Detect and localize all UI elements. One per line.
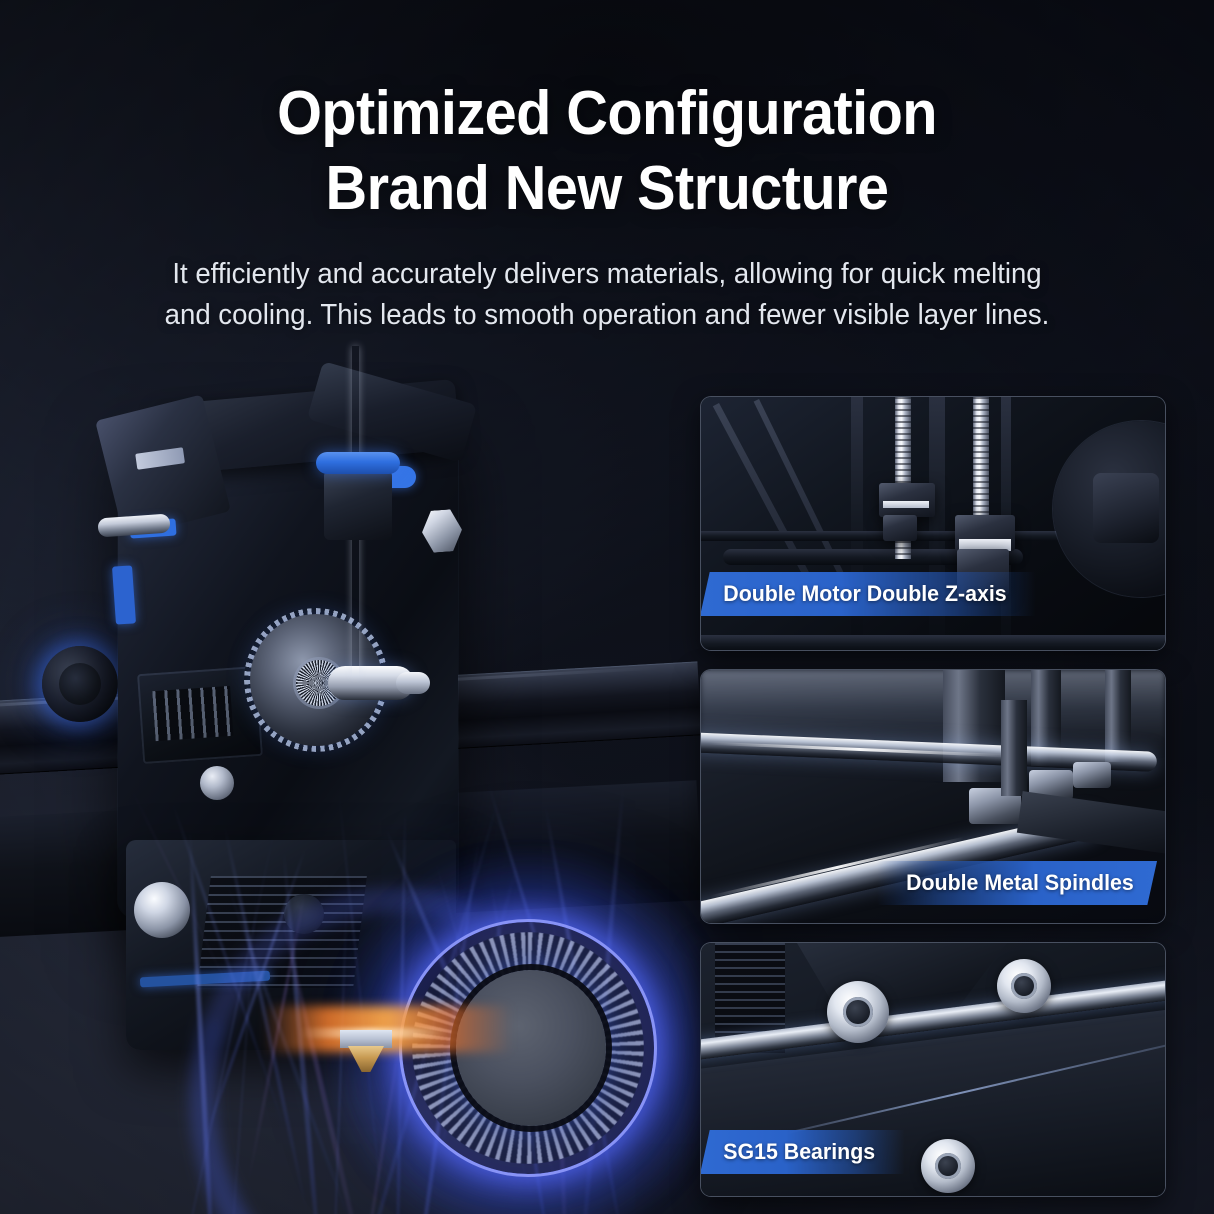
feature-panel-double-motor-double-z-axis[interactable]: Double Motor Double Z-axis [700,396,1166,651]
sg15-bearing-1 [827,981,889,1043]
panel-caption-text: Double Motor Double Z-axis [723,581,1007,606]
v-slot-wheel-icon [42,646,118,722]
z-crossbar [701,531,1165,541]
panel-2-artwork [701,670,1165,923]
idler-screw [284,894,324,934]
thumb-screw [134,882,190,938]
page-subtitle: It efficiently and accurately delivers m… [164,258,1050,332]
panel-caption-double-metal-spindles: Double Metal Spindles [877,861,1157,905]
bed-pillar-far-right [1105,670,1131,762]
spindle-bearing-block-3 [1073,762,1111,788]
panel-caption-text: Double Metal Spindles [906,870,1135,895]
screw-head-upper [200,766,234,800]
header: Optimized Configuration Brand New Struct… [0,0,1214,336]
sg15-bearing-2 [997,959,1051,1013]
z-carriage-left-band [883,501,929,508]
filament-feeder-body [324,470,392,540]
z-carriage-left [879,483,935,517]
blue-accent-side [112,565,136,625]
bed-pillar-center [943,670,1005,782]
panel-caption-text: SG15 Bearings [723,1139,876,1164]
feature-panel-double-metal-spindles[interactable]: Double Metal Spindles [700,669,1166,924]
z-motor-left [883,515,917,541]
z-base-bar [701,635,1165,650]
panel-caption-sg15-bearings: SG15 Bearings [701,1130,905,1174]
z-carriage-right-band [959,539,1011,551]
extruder-assembly [95,361,540,1050]
z-bed-rail [723,549,1023,565]
filament-feeder-cap [316,452,400,474]
page-title: Optimized Configuration Brand New Struct… [277,79,937,224]
nozzle-body [340,1030,392,1048]
gear-shaft-cap [396,672,430,694]
filament-spool [1053,421,1165,597]
sg15-bearing-3 [921,1139,975,1193]
feature-panel-sg15-bearings[interactable]: SG15 Bearings [700,942,1166,1197]
feature-panel-list: Double Motor Double Z-axis [700,396,1166,1197]
bed-support-post [1001,700,1027,796]
panel-caption-double-motor-double-z-axis: Double Motor Double Z-axis [701,572,1036,616]
